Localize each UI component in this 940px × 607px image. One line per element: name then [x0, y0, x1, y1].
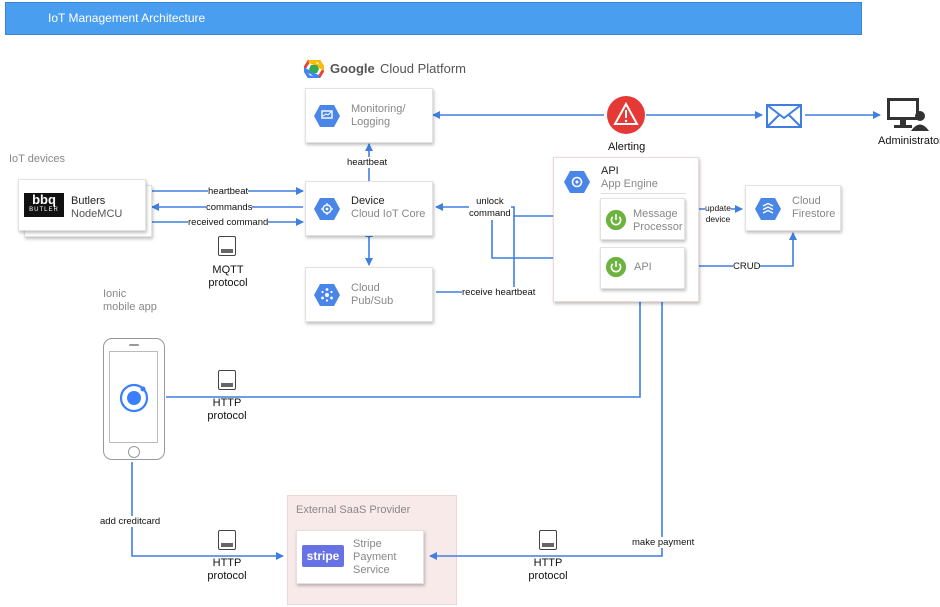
- device-subtitle: Cloud IoT Core: [351, 208, 426, 220]
- stripe-label: Stripe Payment Service: [353, 538, 397, 576]
- power-icon: [605, 209, 627, 231]
- edge-app-api: [166, 291, 644, 398]
- http-protocol-stripe-left-label: HTTP protocol: [207, 557, 247, 582]
- alerting-label: Alerting: [608, 141, 646, 153]
- stripe-logo: stripe: [302, 545, 344, 567]
- butlers-subtitle: NodeMCU: [71, 208, 123, 220]
- gcp-name: Cloud Platform: [380, 61, 466, 76]
- diagram-title: IoT Management Architecture: [48, 11, 206, 25]
- api-service-label: API: [634, 261, 652, 273]
- message-processor-node[interactable]: Message Processor: [600, 198, 685, 240]
- edge-make-payment: [429, 292, 663, 560]
- mqtt-protocol-label: MQTT protocol: [208, 264, 248, 289]
- ionic-app-label: Ionic mobile app: [103, 288, 157, 313]
- bbq-logo-text: bbq: [32, 192, 56, 207]
- stripe-payment-node[interactable]: stripe Stripe Payment Service: [296, 530, 424, 584]
- firestore-icon: [755, 198, 781, 220]
- gcp-hexagon-icon: [304, 60, 324, 78]
- http-protocol-icon-stripe-left: [218, 530, 236, 550]
- monitoring-logging-node[interactable]: Monitoring/ Logging: [305, 88, 433, 143]
- http-protocol-stripe-right-label: HTTP protocol: [528, 557, 568, 582]
- http-protocol-icon-stripe-right: [539, 530, 557, 550]
- http-protocol-app-label: HTTP protocol: [207, 397, 247, 422]
- make-payment-label: make payment: [632, 537, 695, 548]
- firestore-node[interactable]: Cloud Firestore: [745, 185, 841, 231]
- monitoring-label: Monitoring/ Logging: [351, 103, 406, 128]
- api-subtitle: App Engine: [601, 178, 658, 190]
- gcp-logo: Google Cloud Platform: [304, 59, 474, 79]
- crud-label: CRUD: [733, 261, 761, 272]
- phone-screen: [109, 351, 158, 443]
- mqtt-protocol-icon: [218, 236, 236, 256]
- title-banner: IoT Management Architecture: [5, 2, 862, 35]
- alerting-icon[interactable]: [606, 95, 646, 135]
- app-engine-icon: [564, 171, 590, 193]
- bbq-logo-sub: BUTLER: [29, 207, 59, 213]
- pubsub-icon: [314, 284, 340, 306]
- firestore-label: Cloud Firestore: [792, 195, 836, 220]
- edge-receive-heartbeat: [436, 216, 515, 293]
- receive-heartbeat-label: receive heartbeat: [462, 287, 536, 298]
- heartbeat-label: heartbeat: [208, 186, 249, 197]
- unlock-command-label: unlock command: [469, 196, 511, 220]
- administrator-label: Administrator: [878, 135, 940, 147]
- butlers-node[interactable]: bbq BUTLER Butlers NodeMCU: [18, 179, 146, 231]
- device-title: Device: [351, 195, 385, 207]
- phone-speaker: [129, 344, 139, 346]
- gcp-brand: Google: [330, 61, 375, 76]
- butlers-title: Butlers: [71, 195, 106, 207]
- iot-core-icon: [314, 198, 340, 220]
- external-saas-label: External SaaS Provider: [296, 504, 411, 516]
- message-processor-label: Message Processor: [633, 208, 683, 233]
- ionic-logo-icon: [119, 383, 149, 413]
- commands-label: commands: [206, 202, 253, 213]
- ionic-phone[interactable]: [103, 338, 165, 460]
- add-creditcard-label: add creditcard: [100, 516, 161, 527]
- phone-home-button: [128, 446, 140, 458]
- bbq-butler-logo: bbq BUTLER: [24, 193, 64, 217]
- pubsub-node[interactable]: Cloud Pub/Sub: [305, 267, 433, 322]
- pubsub-label: Cloud Pub/Sub: [351, 282, 394, 307]
- monitoring-icon: [314, 105, 340, 127]
- mail-icon: [766, 104, 802, 128]
- update-device-label: update device: [705, 203, 731, 225]
- edge-add-creditcard: [131, 462, 284, 560]
- http-protocol-icon-app: [218, 370, 236, 390]
- api-title-divider: [601, 193, 686, 194]
- iot-devices-label: IoT devices: [9, 153, 66, 165]
- api-service-node[interactable]: API: [600, 247, 685, 289]
- power-icon: [605, 256, 627, 278]
- api-title: API: [601, 165, 619, 177]
- administrator-icon: [887, 98, 929, 131]
- edge-crud: [685, 232, 797, 267]
- device-iot-core-node[interactable]: Device Cloud IoT Core: [305, 181, 433, 236]
- heartbeat-vertical-label: heartbeat: [347, 157, 388, 168]
- received-command-label: received command: [188, 217, 269, 228]
